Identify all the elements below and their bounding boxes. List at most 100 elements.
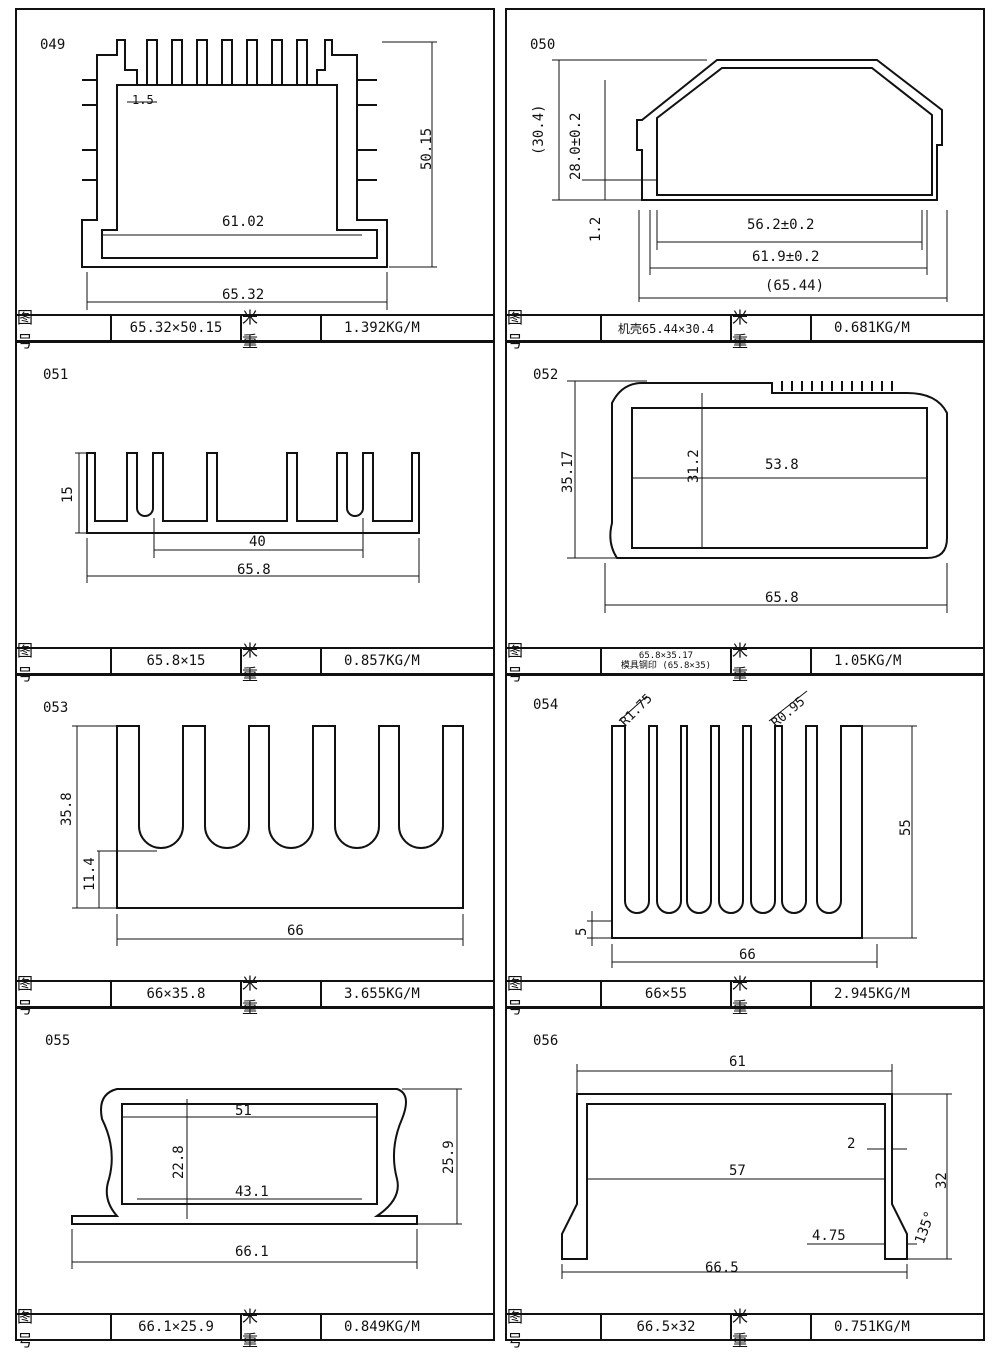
dim-label: 50.15 [419,127,435,170]
dim-label: 31.2 [686,449,702,483]
weight-value: 0.849KG/M [344,1319,420,1335]
profile-055: 055 51 22.8 25.9 43.1 66.1 图 号 66.1×25.9… [15,1007,495,1350]
dim-label: (30.4) [531,104,547,155]
dim-label: 65.32 [222,287,265,303]
weight-label: 米 重 [732,974,812,1017]
profile-drawing [17,1009,493,1317]
dim-label: 65.8 [237,562,271,578]
profile-050: 050 (30.4) 28.0±0.2 1.2 56.2±0.2 61.9±0.… [505,8,985,351]
dim-label: 55 [898,819,914,836]
channel-drawing [561,1064,952,1279]
weight-value: 2.945KG/M [834,986,910,1002]
enclosure-drawing [71,1088,462,1269]
enclosure-drawing [567,380,948,613]
dim-label: 66.1 [235,1244,269,1260]
weight-label: 米 重 [242,308,322,351]
dim-label: 1.2 [588,216,604,242]
fig-no-label: 图 号 [507,641,602,684]
enclosure-drawing [552,59,948,302]
profile-id: 049 [40,37,66,53]
dim-label: 25.9 [441,1140,457,1174]
heatsink-drawing [72,725,464,946]
size-line-1: 65.8×35.17 [638,651,694,661]
profile-id: 056 [533,1033,559,1049]
weight-label: 米 重 [242,974,322,1017]
dim-label: 43.1 [235,1184,269,1200]
dim-label: 28.0±0.2 [568,112,584,180]
dim-label: 66.5 [705,1260,739,1276]
fig-no-label: 图 号 [507,308,602,351]
spec-row: 图 号 66.1×25.9 米 重 0.849KG/M [17,1307,493,1350]
dim-label: (65.44) [765,278,825,294]
profile-056: 056 61 2 57 32 135° 4.75 66.5 图 号 66.5×3… [505,1007,985,1350]
profile-051: 051 15 40 65.8 图 号 65.8×15 米 重 0.857KG/M [15,341,495,684]
profile-id: 055 [45,1033,71,1049]
profile-049: 049 1.5 50.15 61.02 65.32 图 号 65.32×50.1… [15,8,495,351]
dim-label: 56.2±0.2 [747,217,815,233]
profile-054: 054 R1.75 R0.95 55 5 66 图 号 66×55 米 重 2.… [505,674,985,1017]
heatsink-drawing [587,690,917,968]
profile-id: 050 [530,37,556,53]
spec-row: 图 号 66.5×32 米 重 0.751KG/M [507,1307,983,1350]
dim-label: 66 [739,947,756,963]
dim-label: 35.17 [560,450,576,493]
fig-no-label: 图 号 [507,1307,602,1350]
size-value: 66×55 [602,982,732,1006]
size-value: 66.1×25.9 [112,1315,242,1339]
fig-no-label: 图 号 [507,974,602,1017]
size-value: 65.8×15 [112,649,242,673]
spec-row: 图 号 66×35.8 米 重 3.655KG/M [17,974,493,1017]
dim-label: 51 [235,1103,252,1119]
fig-no-label: 图 号 [17,641,112,684]
weight-label: 米 重 [732,308,812,351]
weight-label: 米 重 [732,1307,812,1350]
size-value: 65.32×50.15 [112,316,242,340]
spec-row: 图 号 66×55 米 重 2.945KG/M [507,974,983,1017]
spec-row: 图 号 机壳65.44×30.4 米 重 0.681KG/M [507,308,983,351]
size-value: 机壳65.44×30.4 [602,316,732,340]
size-value: 66×35.8 [112,982,242,1006]
heatsink-drawing [75,452,420,583]
fig-no-label: 图 号 [17,1307,112,1350]
dim-label: 40 [249,534,266,550]
weight-label: 米 重 [242,1307,322,1350]
dim-label: 61 [729,1054,746,1070]
dim-label: 11.4 [82,857,98,891]
dim-label: 15 [60,486,76,503]
dim-label: 4.75 [812,1228,846,1244]
weight-value: 0.751KG/M [834,1319,910,1335]
weight-value: 0.857KG/M [344,653,420,669]
profile-drawing [507,1009,983,1317]
profile-id: 052 [533,367,559,383]
profile-id: 054 [533,697,559,713]
weight-value: 1.392KG/M [344,320,420,336]
size-value: 66.5×32 [602,1315,732,1339]
dim-label: 61.02 [222,214,265,230]
size-line-2: 模具钢印 (65.8×35) [620,661,712,671]
fig-no-label: 图 号 [17,308,112,351]
weight-label: 米 重 [242,641,322,684]
profile-drawing [507,343,983,651]
dim-label: 22.8 [171,1145,187,1179]
dim-label: 57 [729,1163,746,1179]
heatsink-housing-drawing [81,39,437,310]
profile-id: 051 [43,367,69,383]
profile-053: 053 35.8 11.4 66 图 号 66×35.8 米 重 3.655KG… [15,674,495,1017]
dim-label: 61.9±0.2 [752,249,820,265]
profile-drawing [507,10,983,318]
weight-value: 0.681KG/M [834,320,910,336]
dim-label: 32 [934,1172,950,1189]
weight-value: 1.05KG/M [834,653,902,669]
profile-drawing [17,676,493,984]
dim-label: 53.8 [765,457,799,473]
dim-label: 35.8 [59,792,75,826]
dim-label: 66 [287,923,304,939]
weight-label: 米 重 [732,641,812,684]
dim-label: 2 [847,1136,856,1152]
profile-drawing [17,343,493,651]
profile-drawing [507,676,983,984]
fig-no-label: 图 号 [17,974,112,1017]
